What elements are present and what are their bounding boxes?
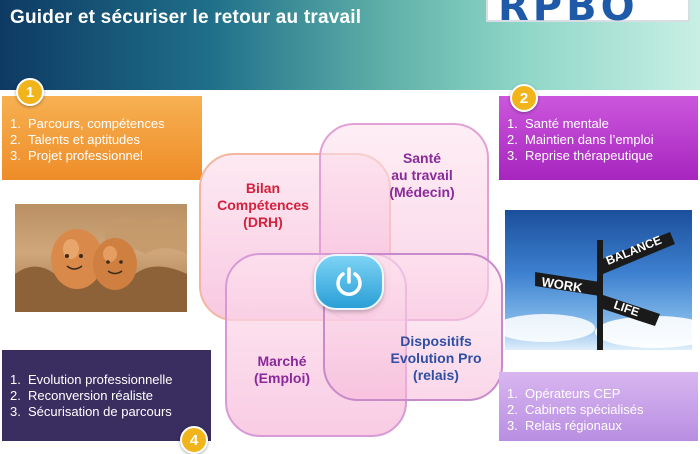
signpost-illustration: WORK BALANCE LIFE <box>495 232 700 350</box>
venn-label-dispositifs: Dispositifs Evolution Pro (relais) <box>390 333 482 383</box>
venn-label-sante: Santé au travail (Médecin) <box>389 150 455 200</box>
list-evolution: 1.Evolution professionnelle 2.Reconversi… <box>10 372 211 420</box>
venn-label-marche: Marché (Emploi) <box>254 353 310 386</box>
list-item: 2.Cabinets spécialisés <box>507 402 644 417</box>
power-button-graphic <box>314 254 384 310</box>
page-title: Guider et sécuriser le retour au travail <box>10 7 362 28</box>
badge-2: 2 <box>510 84 538 112</box>
list-item: 3.Reprise thérapeutique <box>507 148 653 163</box>
badge-4: 4 <box>180 426 208 454</box>
list-item: 3.Relais régionaux <box>507 418 622 433</box>
list-relais: 1.Opérateurs CEP 2.Cabinets spécialisés … <box>507 386 698 434</box>
eggs-photo <box>15 204 187 312</box>
logo: RPBO <box>486 0 690 30</box>
sign-work: WORK <box>541 274 585 295</box>
list-item: 1.Santé mentale <box>507 116 609 131</box>
logo-text: RPBO <box>498 0 639 30</box>
list-item: 2.Reconversion réaliste <box>10 388 154 403</box>
list-item: 1.Parcours, compétences <box>10 116 165 131</box>
box-evolution: 1.Evolution professionnelle 2.Reconversi… <box>2 350 211 441</box>
list-item: 1.Opérateurs CEP <box>507 386 621 401</box>
box-parcours: 1.Parcours, compétences 2.Talents et apt… <box>2 96 202 180</box>
list-item: 2.Talents et aptitudes <box>10 132 141 147</box>
list-item: 2.Maintien dans l’emploi <box>507 132 654 147</box>
signpost-photo: WORK BALANCE LIFE <box>495 210 700 350</box>
box-relais: 1.Opérateurs CEP 2.Cabinets spécialisés … <box>499 372 698 441</box>
box-sante: 1.Santé mentale 2.Maintien dans l’emploi… <box>499 96 698 180</box>
list-parcours: 1.Parcours, compétences 2.Talents et apt… <box>10 116 202 164</box>
power-icon <box>336 267 362 296</box>
list-item: 3.Sécurisation de parcours <box>10 404 172 419</box>
header-banner: Guider et sécuriser le retour au travail… <box>0 0 700 90</box>
venn-label-bilan: Bilan Compétences (DRH) <box>217 180 309 230</box>
list-sante: 1.Santé mentale 2.Maintien dans l’emploi… <box>507 116 698 164</box>
list-item: 1.Evolution professionnelle <box>10 372 173 387</box>
list-item: 3.Projet professionnel <box>10 148 143 163</box>
eggs-illustration <box>15 218 187 312</box>
badge-1: 1 <box>16 78 44 106</box>
